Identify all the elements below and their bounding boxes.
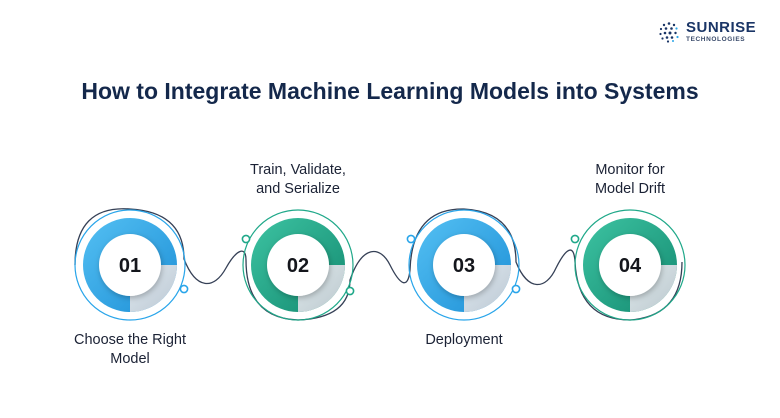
outer-ring — [408, 209, 520, 321]
step-node-01: 01 — [74, 209, 189, 321]
step-label-line: Choose the Right — [73, 332, 187, 348]
dotted-globe-icon — [659, 21, 679, 43]
outer-ring — [574, 209, 686, 321]
step-label-line: Train, Validate, — [250, 162, 346, 178]
center-disk — [433, 234, 495, 296]
center-disk — [267, 234, 329, 296]
step-node-04: 04 — [570, 209, 686, 321]
page-title: How to Integrate Machine Learning Models… — [81, 78, 699, 104]
connector-dot — [570, 234, 580, 244]
connector-dot — [345, 286, 355, 296]
step-node-03: 03 — [406, 209, 521, 321]
outer-ring — [242, 209, 354, 321]
step-label-line: and Serialize — [256, 181, 340, 197]
step-label-02: Train, Validate, and Serialize — [203, 161, 393, 199]
outer-ring — [74, 209, 186, 321]
step-number: 04 — [619, 255, 642, 277]
connector-line — [74, 208, 683, 321]
step-label-line: Deployment — [425, 332, 503, 348]
center-disk — [99, 234, 161, 296]
center-disk — [599, 234, 661, 296]
step-number: 02 — [287, 255, 309, 277]
step-number: 01 — [119, 255, 141, 277]
brand-subtitle: TECHNOLOGIES — [686, 36, 746, 43]
step-label-line: Model — [110, 351, 150, 367]
connector-dot — [406, 234, 416, 244]
brand-name: SUNRISE — [686, 19, 757, 36]
connector-dot — [241, 234, 251, 244]
brand-logo: SUNRISE TECHNOLOGIES — [658, 20, 756, 44]
step-number: 03 — [453, 255, 475, 277]
connector-dot — [179, 284, 189, 294]
step-node-02: 02 — [241, 209, 355, 321]
step-label-line: Monitor for — [595, 162, 665, 178]
connector-dot — [511, 284, 521, 294]
step-label-line: Model Drift — [594, 181, 666, 197]
step-label-03: Deployment — [369, 331, 559, 350]
